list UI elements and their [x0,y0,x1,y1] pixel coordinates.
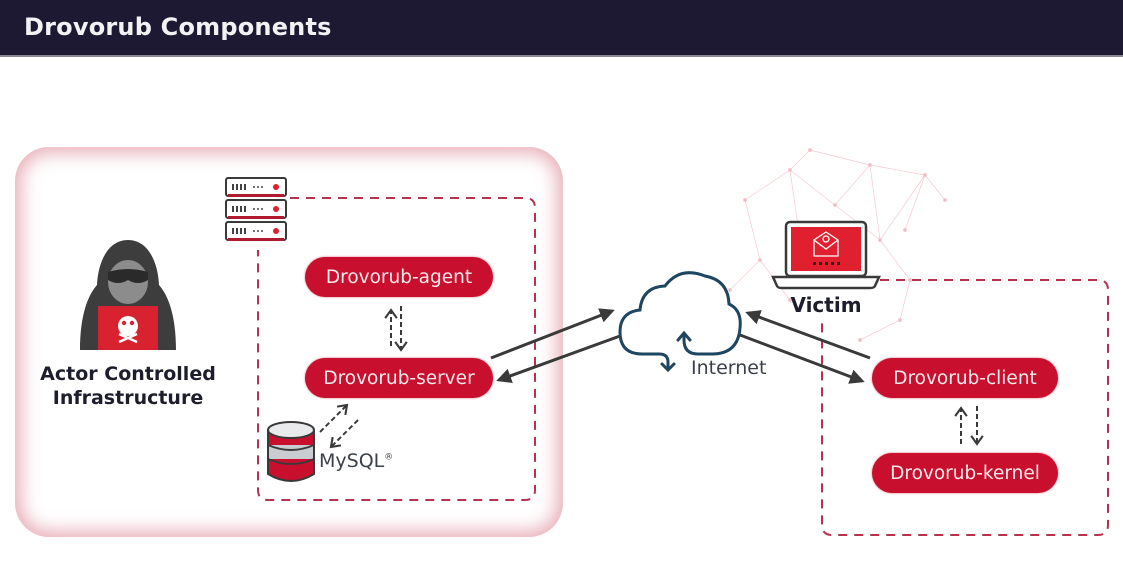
mysql-label-text: MySQL [319,450,385,472]
header-bar: Drovorub Components [0,0,1123,57]
internet-label: Internet [691,357,767,379]
drovorub-kernel-node[interactable]: Drovorub-kernel [872,453,1058,493]
internet-client-link [739,310,871,384]
hacker-icon [80,240,176,350]
server-internet-link [490,308,621,383]
infected-laptop-icon [771,220,881,290]
mysql-label: MySQL® [319,450,393,472]
server-rack-icon [225,177,287,241]
drovorub-client-node[interactable]: Drovorub-client [872,358,1058,398]
victim-label: Victim [790,293,862,317]
agent-server-link [384,306,408,352]
actor-label: Actor Controlled Infrastructure [20,362,236,410]
page-title: Drovorub Components [24,13,332,41]
client-kernel-link [954,406,984,446]
cloud-icon [618,271,742,373]
victim-dashed-boundary [821,279,1109,536]
drovorub-server-node[interactable]: Drovorub-server [305,358,493,398]
actor-label-line2: Infrastructure [52,387,204,409]
database-icon [267,421,315,482]
actor-label-line1: Actor Controlled [40,363,216,385]
server-database-link [319,403,359,449]
registered-mark: ® [384,452,394,463]
drovorub-agent-node[interactable]: Drovorub-agent [305,257,493,297]
server-dashed-boundary [257,197,536,501]
